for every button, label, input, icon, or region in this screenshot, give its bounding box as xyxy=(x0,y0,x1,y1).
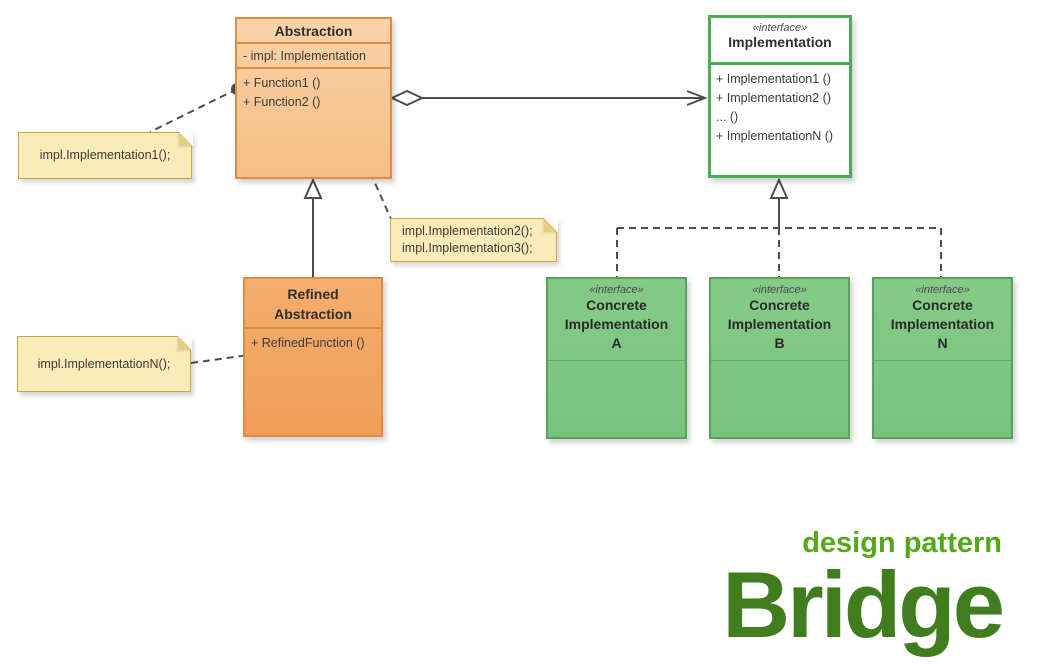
class-concrete-implementation-a: «interface» Concrete Implementation A xyxy=(546,277,687,439)
interface-method: + Implementation1 () xyxy=(716,72,831,86)
title-line: A xyxy=(611,335,622,351)
note1-link-line xyxy=(149,88,238,133)
note-fold-icon xyxy=(178,131,193,146)
class-refined-abstraction-title: Refined Abstraction xyxy=(245,279,381,327)
divider xyxy=(874,360,1011,361)
divider xyxy=(548,360,685,361)
class-concrete-implementation-b: «interface» Concrete Implementation B xyxy=(709,277,850,439)
divider xyxy=(711,360,848,361)
note-implementation2-3: impl.Implementation2(); impl.Implementat… xyxy=(390,217,558,262)
title-line: Implementation xyxy=(890,316,995,332)
title-line: Implementation xyxy=(727,316,832,332)
divider xyxy=(237,42,390,44)
divider xyxy=(711,62,849,65)
note-implementationN: impl.ImplementationN(); xyxy=(17,335,192,392)
title-line: Concrete xyxy=(912,297,973,313)
title-line: Concrete xyxy=(749,297,810,313)
interface-method: ... () xyxy=(716,110,739,124)
class-concrete-implementation-n: «interface» Concrete Implementation N xyxy=(872,277,1013,439)
divider xyxy=(237,67,390,69)
title-line: B xyxy=(774,335,785,351)
class-refined-abstraction-method: + RefinedFunction () xyxy=(251,336,365,350)
caption-kicker: design pattern xyxy=(802,526,1002,559)
interface-implementation-title: Implementation xyxy=(728,34,832,50)
interface-implementation: «interface» Implementation + Implementat… xyxy=(708,15,852,178)
note-text: impl.ImplementationN(); xyxy=(37,356,171,371)
concrete-n-stereotype: «interface» xyxy=(915,284,970,296)
class-abstraction-method: + Function2 () xyxy=(243,95,321,109)
aggregation-diamond xyxy=(389,89,425,107)
aggregation-open-arrowhead xyxy=(686,90,708,106)
caption: design pattern Bridge xyxy=(722,526,1005,657)
class-abstraction: Abstraction - impl: Implementation + Fun… xyxy=(235,17,392,179)
note-text: impl.Implementation1(); xyxy=(39,148,171,162)
title-line: Implementation xyxy=(564,316,669,332)
concrete-a-title: Concrete Implementation A xyxy=(548,296,685,353)
class-abstraction-attribute: - impl: Implementation xyxy=(243,49,366,63)
divider xyxy=(245,327,381,329)
interface-stereotype: «interface» xyxy=(752,22,808,34)
class-abstraction-title: Abstraction xyxy=(274,23,353,39)
inheritance-triangle xyxy=(303,177,323,199)
note-implementation1: impl.Implementation1(); xyxy=(18,131,193,179)
concrete-n-title: Concrete Implementation N xyxy=(874,296,1011,353)
concrete-a-stereotype: «interface» xyxy=(589,284,644,296)
note-text: impl.Implementation2(); xyxy=(402,224,533,238)
concrete-b-stereotype: «interface» xyxy=(752,284,807,296)
concrete-b-title: Concrete Implementation B xyxy=(711,296,848,353)
note-fold-icon xyxy=(177,335,192,350)
title-line: Abstraction xyxy=(274,306,352,322)
note-fold-icon xyxy=(543,217,558,232)
interface-method: + ImplementationN () xyxy=(716,129,834,143)
note-text: impl.Implementation3(); xyxy=(402,241,533,255)
class-abstraction-method: + Function1 () xyxy=(243,76,321,90)
interface-method: + Implementation2 () xyxy=(716,91,831,105)
realization-triangle xyxy=(769,177,789,199)
class-refined-abstraction: Refined Abstraction + RefinedFunction () xyxy=(243,277,383,437)
title-line: Concrete xyxy=(586,297,647,313)
title-line: N xyxy=(937,335,948,351)
caption-title: Bridge xyxy=(722,551,1005,657)
title-line: Refined xyxy=(287,286,339,302)
